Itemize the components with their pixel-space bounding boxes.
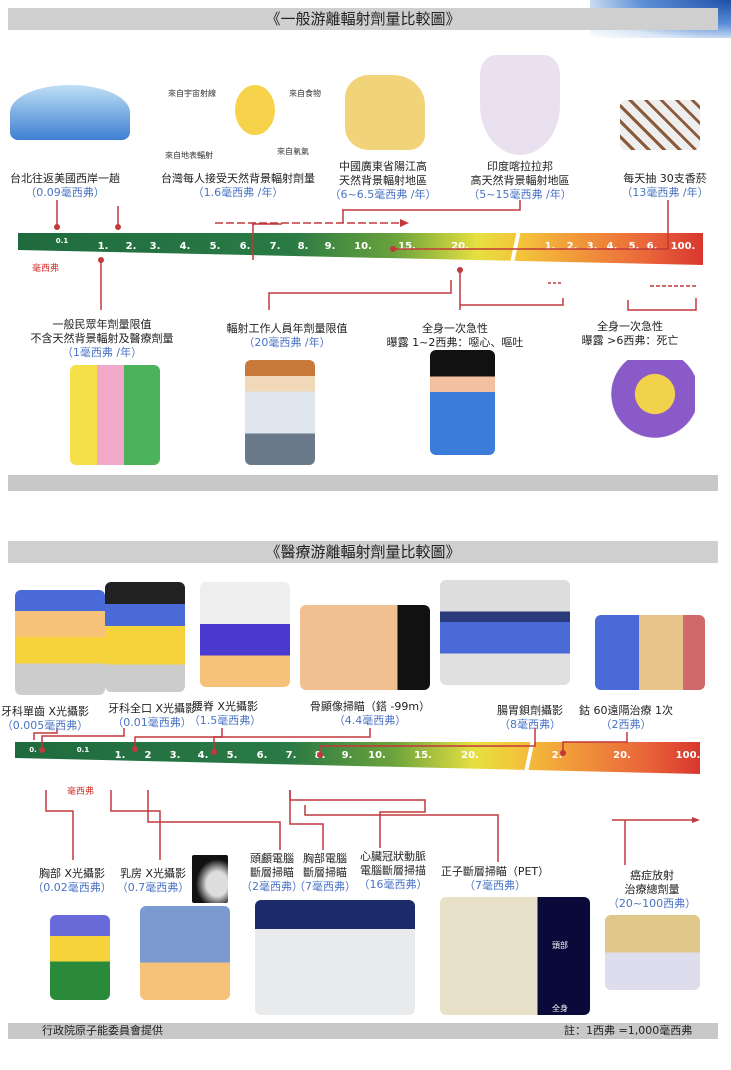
footer-bar: 行政院原子能委員會提供 註：1西弗 =1,000毫西弗 bbox=[8, 1023, 718, 1039]
scale-tick-label: 7. bbox=[269, 241, 281, 252]
cigarettes-illustration bbox=[620, 100, 700, 150]
general-dose-scale: 0.1 1. 2. 3. 4. 5. 6. 7. 8. 9. 10. 15. 20. 1. 2. 3. 4. 5.… bbox=[18, 233, 703, 279]
vomiting-person-illustration bbox=[430, 350, 495, 455]
label-chest-ct: 胸部電腦斷層掃瞄（7毫西弗） bbox=[294, 852, 356, 893]
label-cigarettes: 每天抽 30支香菸（13毫西弗 /年） bbox=[621, 172, 709, 199]
mammogram-image bbox=[192, 855, 228, 903]
label-public-limit: 一般民眾年劑量限值不含天然背景輻射及醫療劑量（1毫西弗 /年） bbox=[30, 318, 174, 359]
india-map-illustration bbox=[480, 55, 560, 155]
scale-tick-label: 9. bbox=[341, 750, 353, 761]
dental-panoramic-illustration bbox=[105, 582, 185, 692]
label-chest-xray: 胸部 X光攝影（0.02毫西弗） bbox=[32, 867, 112, 894]
unit-note: 註：1西弗 =1,000毫西弗 bbox=[564, 1024, 693, 1037]
family-illustration bbox=[70, 365, 160, 465]
worker-illustration bbox=[245, 360, 315, 465]
label-dental-single: 牙科單齒 X光攝影（0.005毫西弗） bbox=[0, 705, 90, 732]
label-kerala: 印度喀拉拉邦高天然背景輻射地區（5~15毫西弗 /年） bbox=[468, 160, 572, 201]
scale-tick-label: 2. bbox=[566, 241, 578, 252]
scale-tick-label: 0. bbox=[29, 746, 37, 754]
boy-background-illustration bbox=[235, 85, 275, 135]
scale-tick-label: 6. bbox=[256, 750, 268, 761]
label-acute-6sv: 全身一次急性曝露 >6西弗：死亡 bbox=[581, 320, 679, 347]
scale-tick-label: 3. bbox=[586, 241, 598, 252]
label-pet: 正子斷層掃瞄（PET）（7毫西弗） bbox=[440, 865, 550, 892]
scale-tick-label: 15. bbox=[398, 241, 416, 252]
unit-sv: 西弗 bbox=[677, 775, 696, 785]
scale-tick-label: 4. bbox=[179, 241, 191, 252]
dental-single-illustration bbox=[15, 590, 105, 695]
scale-tick-label: 100. bbox=[670, 241, 696, 252]
label-dental-panoramic: 牙科全口 X光攝影（0.01毫西弗） bbox=[107, 702, 197, 729]
scale-tick-label: 1. bbox=[114, 750, 126, 761]
scale-tick-label: 9. bbox=[324, 241, 336, 252]
label-acute-1-2sv: 全身一次急性曝露 1~2西弗：噁心、嘔吐 bbox=[386, 322, 524, 349]
unit-sv: 西弗 bbox=[676, 269, 695, 279]
scale-tick-label: 10. bbox=[354, 241, 372, 252]
taipei-plane-illustration bbox=[10, 85, 130, 140]
label-cancer-therapy: 癌症放射治療總劑量（20~100西弗） bbox=[607, 869, 697, 910]
label-bone-scan: 骨顯像掃瞄（鎝 -99m）（4.4毫西弗） bbox=[309, 700, 431, 727]
label-yangjiang: 中國廣東省陽江高天然背景輻射地區（6~6.5毫西弗 /年） bbox=[329, 160, 437, 201]
scale-tick-label: 20. bbox=[613, 750, 631, 761]
source-radon: 來自氡氣 bbox=[277, 147, 309, 156]
scale-tick-label: 5. bbox=[628, 241, 640, 252]
scale-tick-label: 6. bbox=[646, 241, 658, 252]
ct-scanner-illustration bbox=[255, 900, 415, 1015]
gi-barium-illustration bbox=[440, 580, 570, 685]
mammography-machine-illustration bbox=[140, 906, 230, 1000]
label-taiwan-background: 台灣每人接受天然背景輻射劑量（1.6毫西弗 /年） bbox=[161, 172, 315, 199]
bone-scan-illustration bbox=[300, 605, 430, 690]
scale-tick-label: 20. bbox=[461, 750, 479, 761]
general-chart-title: 《一般游離輻射劑量比較圖》 bbox=[8, 8, 718, 30]
source-credit: 行政院原子能委員會提供 bbox=[42, 1024, 163, 1037]
scale-tick-label: 2. bbox=[125, 241, 137, 252]
scale-tick-label: 4. bbox=[606, 241, 618, 252]
general-footer-bar bbox=[8, 475, 718, 491]
scale-tick-label: 0.1 bbox=[76, 746, 90, 754]
scale-tick-label: 6. bbox=[239, 241, 251, 252]
source-food: 來自食物 bbox=[289, 89, 321, 98]
scale-tick-label: 15. bbox=[414, 750, 432, 761]
medical-dose-scale: 0. 0.1 1. 2 3. 4. 5. 6. 7. 8. 9. 10. 15. 20. 2. 20. 100.… bbox=[15, 742, 701, 797]
scale-tick-label: 2 bbox=[144, 750, 152, 761]
medical-chart-title: 《醫療游離輻射劑量比較圖》 bbox=[8, 541, 718, 563]
unit-msv: 毫西弗 bbox=[32, 264, 60, 274]
pet-caption-body: 全身 bbox=[552, 1004, 568, 1013]
cobalt-therapy-illustration bbox=[595, 615, 705, 690]
scale-tick-label: 1. bbox=[97, 241, 109, 252]
scale-tick-label: 3. bbox=[149, 241, 161, 252]
spine-xray-illustration bbox=[200, 582, 290, 687]
unit-msv: 毫西弗 bbox=[67, 787, 95, 797]
scale-tick-label: 7. bbox=[285, 750, 297, 761]
label-spine: 腰脊 X光攝影（1.5毫西弗） bbox=[188, 700, 262, 727]
label-flight: 台北往返美國西岸一趟（0.09毫西弗） bbox=[10, 172, 120, 199]
scale-tick-label: 1. bbox=[544, 241, 556, 252]
label-mammography: 乳房 X光攝影（0.7毫西弗） bbox=[116, 867, 190, 894]
china-map-illustration bbox=[345, 75, 425, 150]
scale-tick-label: 5. bbox=[226, 750, 238, 761]
label-gi-barium: 腸胃鋇劑攝影（8毫西弗） bbox=[497, 704, 563, 731]
pet-caption-head: 頭部 bbox=[552, 941, 568, 950]
label-cobalt: 鈷 60遠隔治療 1次（2西弗） bbox=[579, 704, 673, 731]
scale-tick-label: 5. bbox=[209, 241, 221, 252]
scale-tick-label: 8. bbox=[297, 241, 309, 252]
scale-tick-label: 8. bbox=[314, 750, 326, 761]
label-cardiac-ct: 心臟冠狀動脈電腦斷層掃描（16毫西弗） bbox=[358, 850, 428, 891]
source-ground: 來自地表輻射 bbox=[165, 151, 213, 160]
scale-tick-label: 20. bbox=[451, 241, 469, 252]
label-worker-limit: 輻射工作人員年劑量限值（20毫西弗 /年） bbox=[226, 322, 348, 349]
radiotherapy-illustration bbox=[605, 915, 700, 990]
source-cosmic: 來自宇宙射線 bbox=[168, 89, 216, 98]
scale-tick-label: 100. bbox=[675, 750, 701, 761]
scale-tick-label: 2. bbox=[551, 750, 563, 761]
scale-tick-label: 4. bbox=[197, 750, 209, 761]
dying-person-illustration bbox=[595, 360, 695, 445]
label-head-ct: 頭顱電腦斷層掃瞄（2毫西弗） bbox=[241, 852, 303, 893]
scale-tick-label: 0.1 bbox=[55, 237, 69, 245]
child-xray-illustration bbox=[50, 915, 110, 1000]
scale-tick-label: 10. bbox=[368, 750, 386, 761]
pet-scanner-illustration bbox=[440, 897, 590, 1015]
scale-tick-label: 3. bbox=[169, 750, 181, 761]
